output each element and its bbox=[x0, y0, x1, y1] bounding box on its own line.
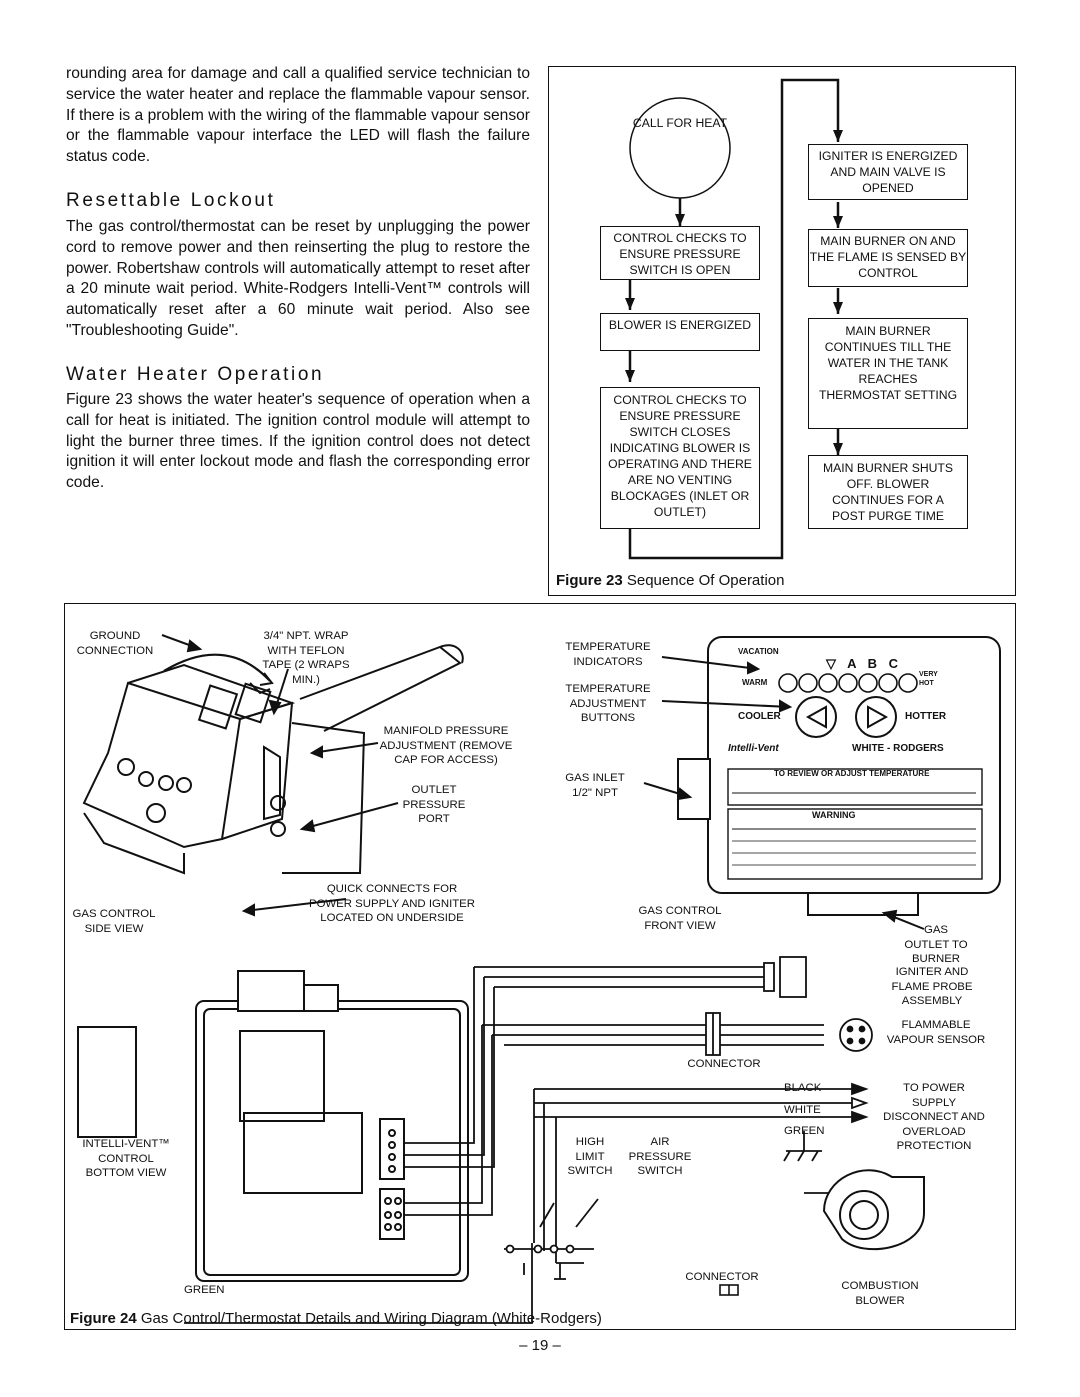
panel-very-hot-label: VERY HOT bbox=[919, 671, 938, 687]
resettable-lockout-heading: Resettable Lockout bbox=[66, 190, 276, 211]
flowchart-connectors bbox=[625, 78, 843, 560]
power-wire-arrows bbox=[783, 1082, 869, 1162]
panel-brand-intelli-vent: Intelli-Vent bbox=[728, 743, 779, 754]
call-for-heat-circle bbox=[629, 97, 731, 199]
label-connector-top: CONNECTOR bbox=[687, 1058, 761, 1070]
water-heater-operation-paragraph: Figure 23 shows the water heater's seque… bbox=[66, 391, 530, 492]
label-npt-wrap: 3/4" NPT. WRAP WITH TEFLON TAPE (2 WRAPS… bbox=[262, 630, 350, 686]
front-view-label-arrows bbox=[643, 656, 925, 930]
panel-brand-white-rodgers: WHITE - RODGERS bbox=[852, 743, 944, 754]
switches-drawing bbox=[504, 1198, 599, 1280]
label-ground-connection: GROUND CONNECTION bbox=[76, 630, 154, 657]
label-combustion-blower: COMBUSTION BLOWER bbox=[841, 1280, 919, 1307]
panel-cooler-button-label[interactable]: COOLER bbox=[738, 711, 781, 722]
label-temperature-indicators: TEMPERATURE INDICATORS bbox=[565, 641, 651, 668]
figure-23-frame bbox=[548, 66, 1016, 596]
panel-warm-label: WARM bbox=[742, 678, 768, 687]
intelli-vent-bottom-view-drawing bbox=[77, 970, 469, 1282]
figure-24-frame bbox=[64, 603, 1016, 1330]
label-quick-connects: QUICK CONNECTS FOR POWER SUPPLY AND IGNI… bbox=[308, 883, 476, 925]
label-gas-outlet: GAS OUTLET TO BURNER bbox=[904, 924, 968, 966]
gas-control-side-view-drawing bbox=[82, 644, 464, 875]
label-green-ground: GREEN bbox=[184, 1284, 225, 1296]
flow-step-blower-energized: BLOWER IS ENERGIZED bbox=[600, 313, 760, 351]
panel-abc-label: ▽ A B C bbox=[826, 656, 903, 671]
label-high-limit-switch: HIGH LIMIT SWITCH bbox=[567, 1136, 613, 1178]
label-temperature-adjustment-buttons: TEMPERATURE ADJUSTMENT BUTTONS bbox=[565, 683, 651, 725]
flow-step-check-switch-open: CONTROL CHECKS TO ENSURE PRESSURE SWITCH… bbox=[600, 226, 760, 280]
panel-hotter-button-label[interactable]: HOTTER bbox=[905, 711, 947, 722]
flow-step-flame-sensed: MAIN BURNER ON AND THE FLAME IS SENSED B… bbox=[808, 229, 968, 287]
panel-instructions-title: TO REVIEW OR ADJUST TEMPERATURE bbox=[774, 769, 930, 778]
label-gas-inlet: GAS INLET 1/2" NPT bbox=[565, 772, 625, 799]
label-manifold-pressure: MANIFOLD PRESSURE ADJUSTMENT (REMOVE CAP… bbox=[379, 725, 513, 767]
label-power-supply: TO POWER SUPPLY DISCONNECT AND OVERLOAD … bbox=[883, 1082, 985, 1153]
figure-23-caption: Figure 23 Sequence Of Operation bbox=[556, 572, 784, 589]
label-air-pressure-switch: AIR PRESSURE SWITCH bbox=[628, 1136, 692, 1178]
label-gas-control-side-view: GAS CONTROL SIDE VIEW bbox=[72, 908, 156, 935]
label-green-wire: GREEN bbox=[784, 1125, 825, 1137]
combustion-blower-drawing bbox=[822, 1169, 925, 1251]
connector-bottom-drawing bbox=[719, 1284, 739, 1296]
figure-24-caption-text: Gas Control/Thermostat Details and Wirin… bbox=[140, 1310, 602, 1327]
figure-23-caption-label: Figure 23 bbox=[556, 572, 623, 589]
figure-24-caption: Figure 24 Gas Control/Thermostat Details… bbox=[70, 1310, 602, 1327]
panel-vacation-label: VACATION bbox=[738, 647, 779, 656]
label-connector-bottom: CONNECTOR bbox=[685, 1271, 759, 1283]
label-gas-control-front-view: GAS CONTROL FRONT VIEW bbox=[638, 905, 722, 932]
label-outlet-pressure-port: OUTLET PRESSURE PORT bbox=[402, 784, 466, 826]
intro-paragraph: rounding area for damage and call a qual… bbox=[66, 65, 530, 166]
wiring-lines bbox=[184, 966, 914, 1324]
flammable-vapour-sensor-drawing bbox=[839, 1018, 873, 1052]
flow-step-main-burner-continues: MAIN BURNER CONTINUES TILL THE WATER IN … bbox=[808, 318, 968, 429]
side-view-label-arrows bbox=[161, 634, 399, 917]
label-flammable-vapour-sensor: FLAMMABLE VAPOUR SENSOR bbox=[886, 1019, 986, 1046]
flow-step-burner-shuts-off: MAIN BURNER SHUTS OFF. BLOWER CONTINUES … bbox=[808, 455, 968, 529]
figure-24-caption-label: Figure 24 bbox=[70, 1310, 137, 1327]
figure-23-caption-text: Sequence Of Operation bbox=[626, 572, 785, 589]
label-igniter-probe: IGNITER AND FLAME PROBE ASSEMBLY bbox=[891, 966, 973, 1008]
flow-step-igniter-energized: IGNITER IS ENERGIZED AND MAIN VALVE IS O… bbox=[808, 144, 968, 200]
flow-step-check-switch-closes: CONTROL CHECKS TO ENSURE PRESSURE SWITCH… bbox=[600, 387, 760, 529]
label-black-wire: BLACK bbox=[784, 1082, 822, 1094]
connector-top-drawing bbox=[705, 1012, 721, 1056]
page-number: – 19 – bbox=[519, 1337, 561, 1354]
igniter-probe-drawing bbox=[763, 956, 807, 998]
label-white-wire: WHITE bbox=[784, 1104, 821, 1116]
water-heater-operation-heading: Water Heater Operation bbox=[66, 364, 325, 385]
flow-start-call-for-heat: CALL FOR HEAT bbox=[632, 116, 728, 130]
resettable-lockout-paragraph: The gas control/thermostat can be reset … bbox=[66, 218, 530, 339]
label-intelli-vent-bottom-view: INTELLI-VENT™ CONTROL BOTTOM VIEW bbox=[82, 1138, 170, 1180]
panel-warning-label: WARNING bbox=[812, 810, 856, 820]
figure-24-drawing bbox=[77, 634, 1001, 1324]
